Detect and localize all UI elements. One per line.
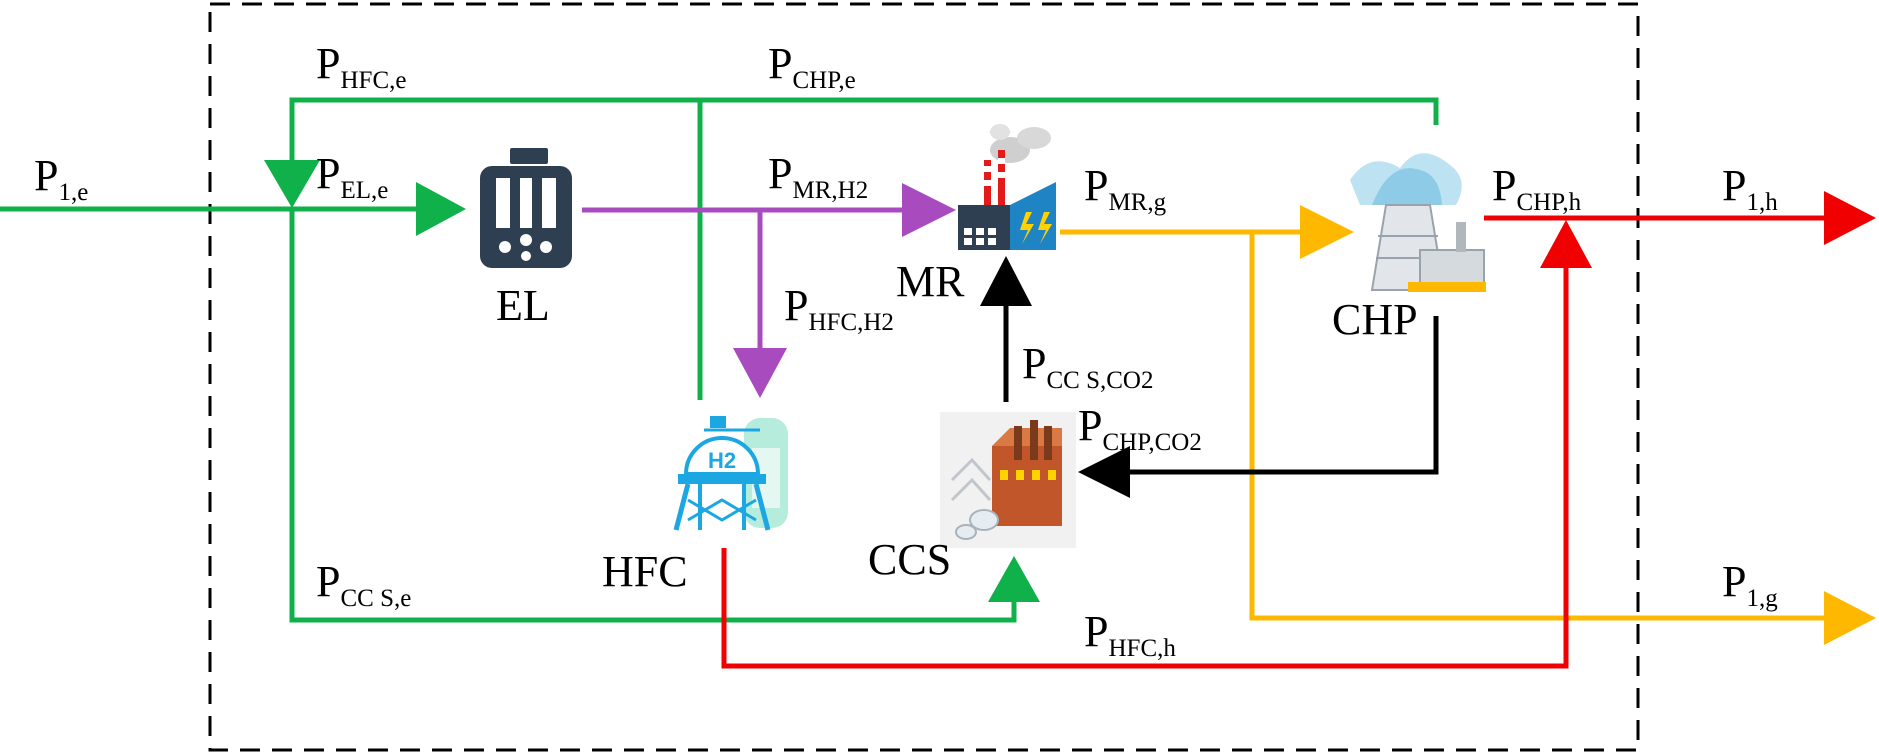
el-electricity-arrowhead [416,182,466,236]
electricity-flows [0,97,1439,623]
flow-label-phfce: PHFC,e [316,39,406,94]
system-boundary [208,2,1640,752]
ccs-electricity-arrowhead [988,556,1040,602]
gas-output-arrowhead [1824,591,1876,645]
chp-label: CHP [1332,295,1418,344]
ccs-electricity-line [289,209,1017,623]
flow-label-pccsco2: PCC S,CO2 [1022,339,1153,394]
hfc-heat-arrowhead [1540,220,1592,268]
flow-label-p1e: P1,e [34,151,88,206]
flow-label-p1g: P1,g [1722,557,1778,612]
factory-icon [958,124,1056,250]
chp-gas-arrowhead [1300,205,1354,259]
gas-flows [1060,229,1830,621]
electrolyzer-icon [480,148,572,268]
mr-co2-arrowhead [980,256,1032,306]
heat-flows [721,215,1830,669]
ccs-label: CCS [868,535,951,584]
el-label: EL [496,281,550,330]
chp-electricity-line [289,97,1439,175]
hydrogen-flows [582,207,910,352]
mr-hydrogen-arrowhead [902,183,956,237]
chp-electricity-arrowhead [264,160,320,208]
hydrogen-tank-icon: H2 [673,416,788,531]
hfc-heat-line [721,262,1569,669]
flow-label-pmrh2: PMR,H2 [768,149,868,204]
flow-label-phfch2: PHFC,H2 [784,281,894,336]
flow-label-phfch: PHFC,h [1084,607,1176,662]
co2-flows [1003,300,1439,475]
ccs-co2-arrowhead [1078,446,1130,498]
flow-label-p1h: P1,h [1722,161,1778,216]
hfc-label: HFC [602,547,688,596]
svg-text:H2: H2 [708,448,736,473]
mr-label: MR [896,257,965,306]
carbon-capture-plant-icon [940,412,1076,548]
flow-label-pchpe: PCHP,e [768,39,856,94]
flow-label-pele: PEL,e [316,149,388,204]
gas-output-line [1249,232,1830,621]
flow-label-pmrg: PMR,g [1084,161,1167,216]
flow-label-pchpco2: PCHP,CO2 [1078,401,1202,456]
chp-to-ccs-co2-line [1120,316,1439,475]
power-plant-icon [1350,153,1486,292]
flow-label-pccse: PCC S,e [316,557,411,612]
flow-label-pchph: PCHP,h [1492,161,1582,216]
heat-output-arrowhead [1824,191,1876,245]
hfc-hydrogen-arrowhead [733,348,787,398]
